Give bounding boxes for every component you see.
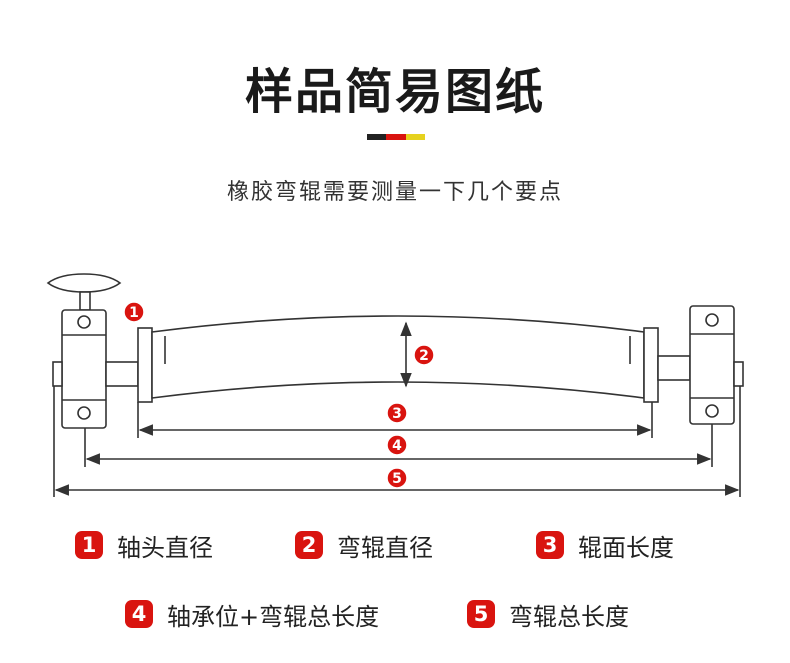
marker-3-label: 3	[392, 406, 402, 422]
legend-label-5: 弯辊总长度	[509, 602, 629, 631]
left-collar	[137, 327, 153, 403]
accent-black	[367, 134, 387, 140]
left-stem	[79, 291, 91, 311]
roller-body	[151, 315, 645, 399]
legend-item-2: 2 弯辊直径	[295, 528, 433, 562]
marker-5-label: 5	[392, 471, 402, 487]
left-end-cap	[52, 361, 63, 387]
accent-red	[386, 134, 406, 140]
legend-label-4: 轴承位+弯辊总长度	[167, 602, 380, 631]
legend-badge-4: 4	[125, 600, 153, 628]
marker-4-label: 4	[392, 438, 402, 454]
marker-2: 2	[413, 344, 435, 366]
left-handwheel	[46, 273, 122, 293]
page-subtitle: 橡胶弯辊需要测量一下几个要点	[226, 180, 563, 205]
accent-yellow	[405, 134, 425, 140]
legend-badge-3: 3	[536, 531, 564, 559]
legend-badge-5: 5	[467, 600, 495, 628]
legend-item-4: 4 轴承位+弯辊总长度	[125, 597, 379, 631]
right-bearing-block	[689, 305, 735, 425]
marker-5: 5	[386, 467, 408, 489]
title-accent-bar	[367, 134, 425, 140]
right-end-cap	[733, 361, 744, 387]
legend-badge-1: 1	[75, 531, 103, 559]
legend-label-2: 弯辊直径	[337, 533, 433, 562]
page-title: 样品简易图纸	[244, 64, 545, 120]
legend-item-5: 5 弯辊总长度	[467, 597, 629, 631]
legend-label-1: 轴头直径	[117, 533, 213, 562]
right-collar	[643, 327, 659, 403]
marker-4: 4	[386, 434, 408, 456]
left-shaft	[105, 361, 139, 387]
legend-item-3: 3 辊面长度	[536, 528, 674, 562]
marker-1-label: 1	[129, 305, 139, 321]
marker-3: 3	[386, 402, 408, 424]
legend-badge-2: 2	[295, 531, 323, 559]
marker-2-label: 2	[419, 348, 429, 364]
marker-1: 1	[123, 301, 145, 323]
legend-label-3: 辊面长度	[578, 533, 674, 562]
right-shaft	[657, 355, 691, 381]
legend-item-1: 1 轴头直径	[75, 528, 213, 562]
